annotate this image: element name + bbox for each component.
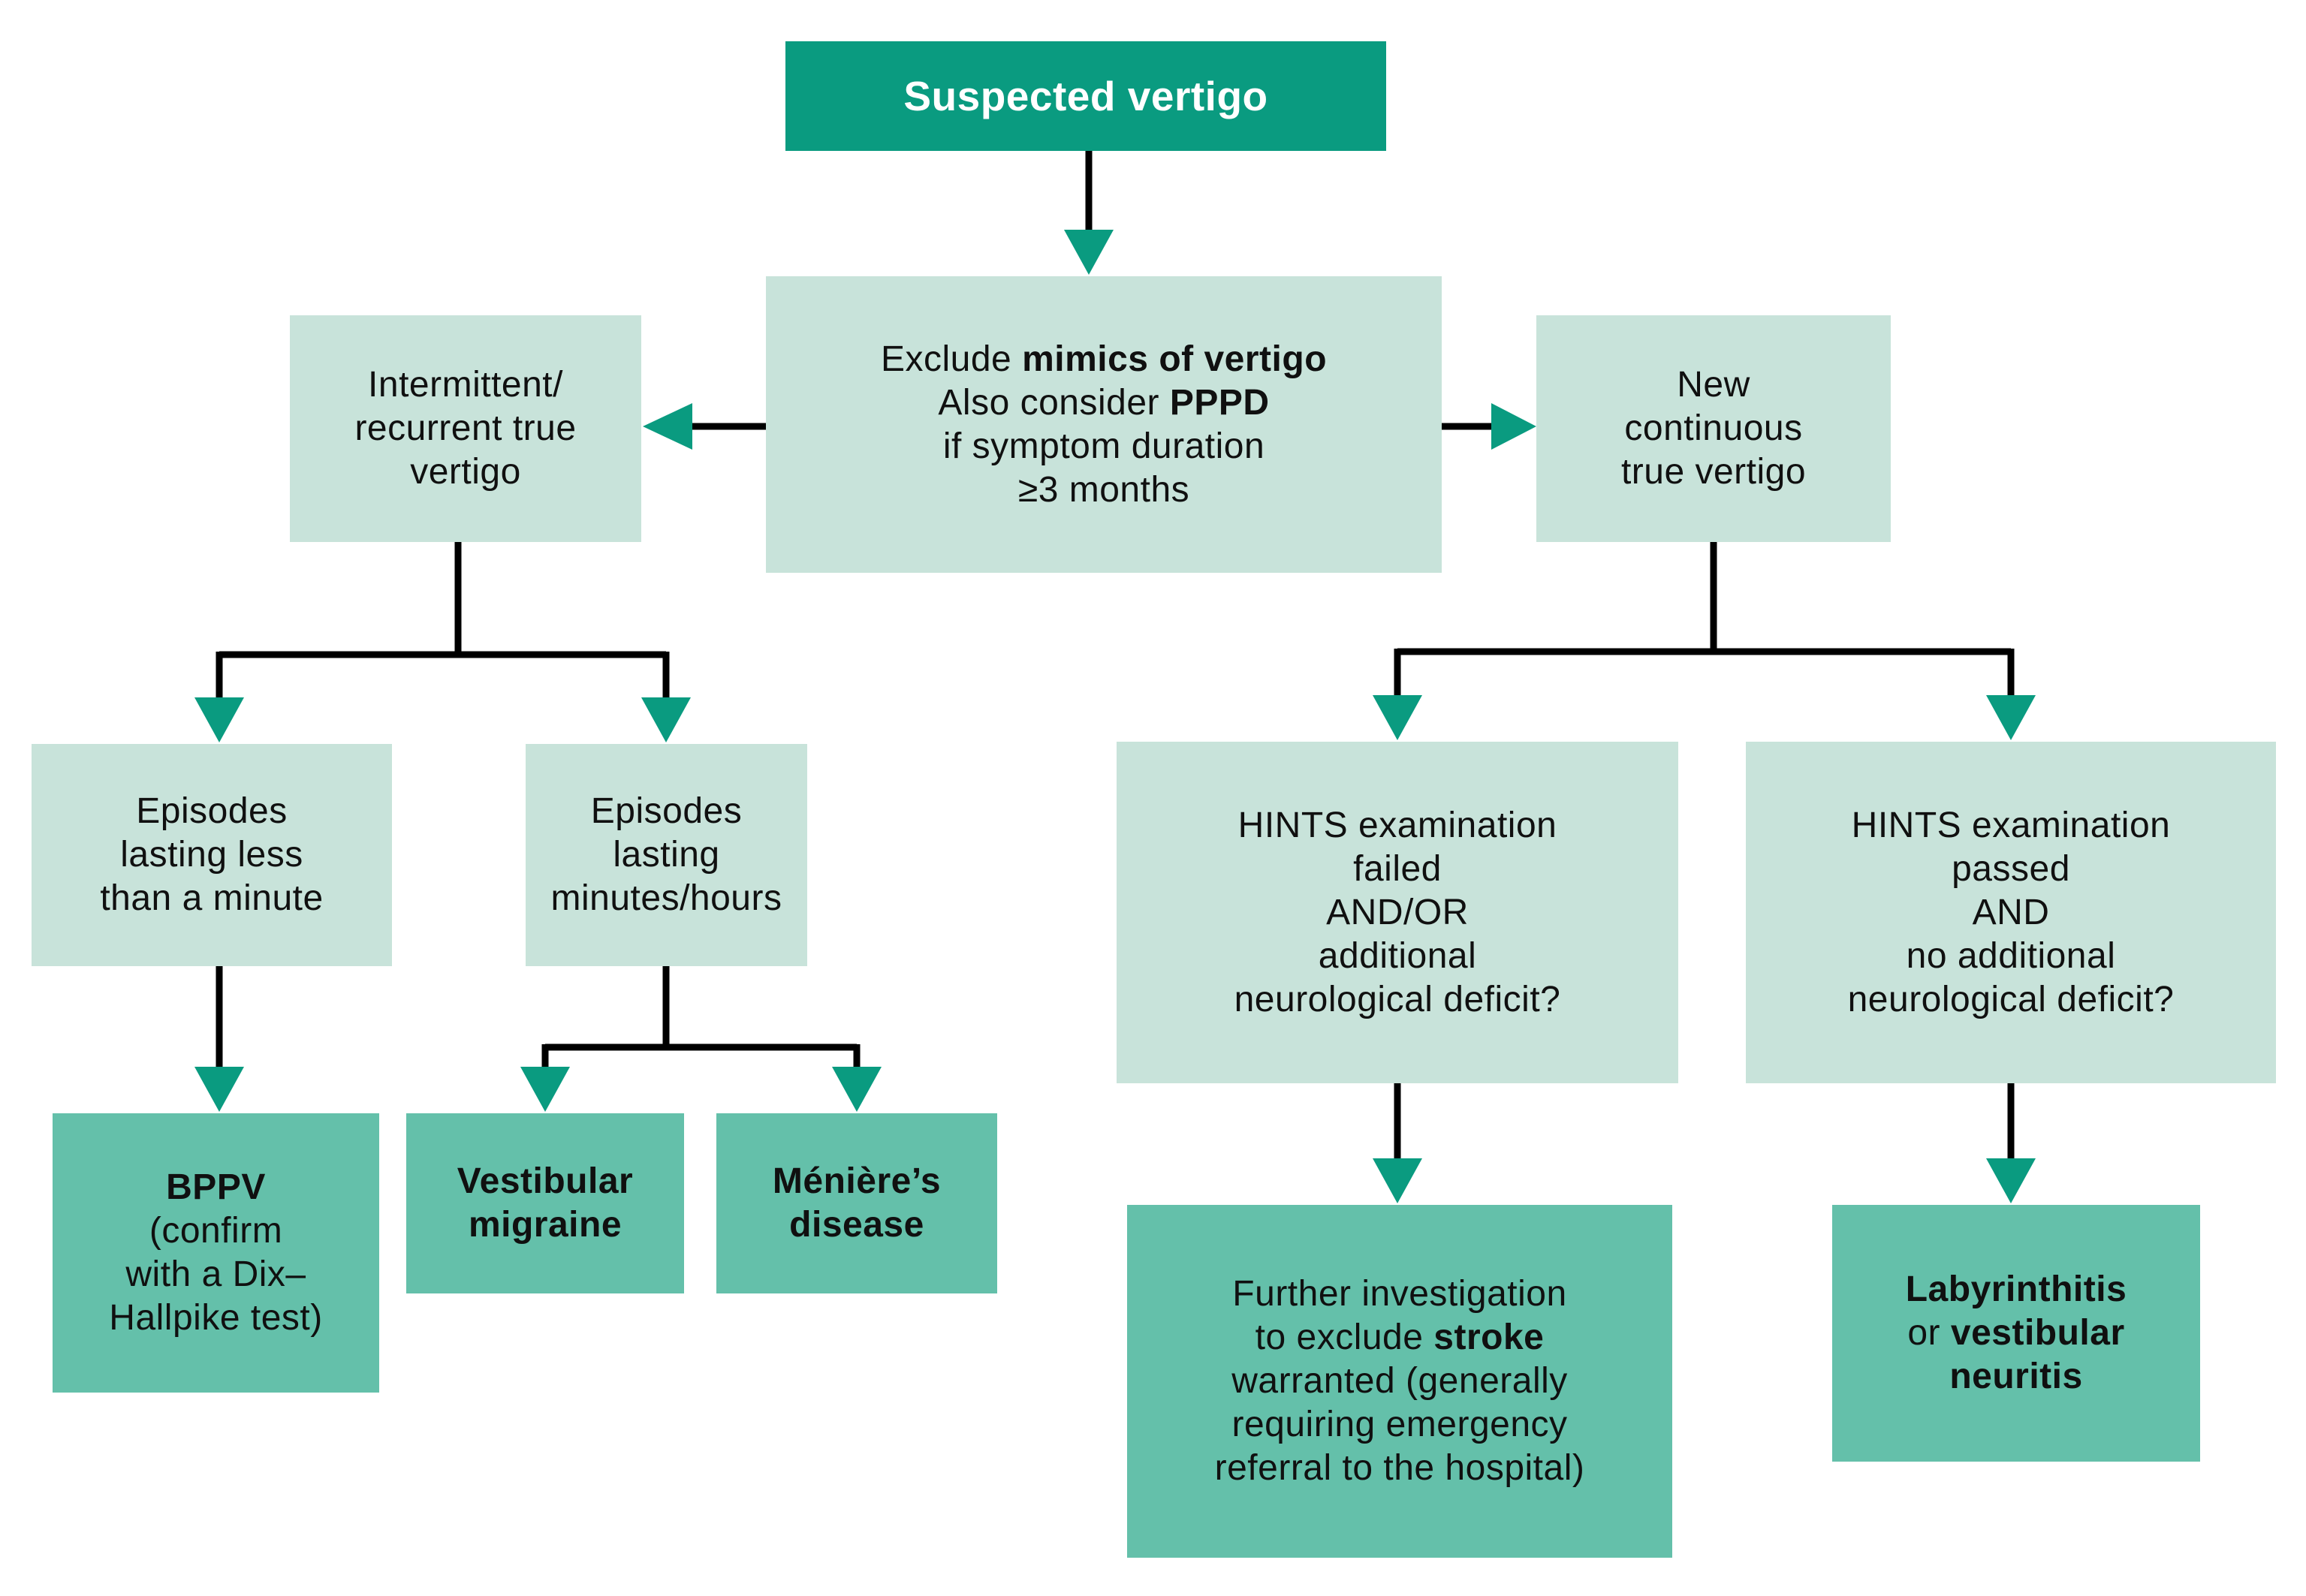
node-vestibular-migraine: Vestibular migraine	[406, 1113, 684, 1293]
node-line: requiring emergency	[1231, 1405, 1568, 1444]
node-line: Labyrinthitis	[1905, 1269, 2127, 1309]
node-hints-passed: HINTS examination passed AND no addition…	[1746, 742, 2276, 1083]
node-episodes-minutes-hours: Episodes lasting minutes/hours	[526, 744, 807, 966]
node-line: Vestibular	[457, 1161, 634, 1201]
node-line: additional	[1318, 935, 1477, 976]
arrow-down-icon	[520, 1067, 570, 1112]
arrow-down-icon	[1373, 1158, 1422, 1203]
connector-episodes-long-split	[541, 966, 861, 1069]
node-line: or vestibular	[1907, 1313, 2125, 1353]
node-line: neurological deficit?	[1847, 979, 2175, 1019]
node-line: Suspected vertigo	[903, 73, 1268, 119]
node-line: minutes/hours	[550, 878, 782, 918]
arrow-down-icon	[1373, 695, 1422, 740]
node-line: New	[1677, 365, 1750, 405]
node-line: failed	[1353, 848, 1442, 889]
node-line: (confirm	[149, 1211, 283, 1251]
node-bppv: BPPV (confirm with a Dix– Hallpike test)	[53, 1113, 379, 1393]
node-line: Exclude mimics of vertigo	[880, 339, 1328, 379]
arrow-right-icon	[1491, 403, 1536, 450]
node-line: disease	[789, 1205, 924, 1245]
node-line: ≥3 months	[1017, 469, 1190, 510]
node-line: Hallpike test)	[109, 1298, 323, 1338]
node-line: recurrent true	[354, 408, 577, 448]
node-line: Ménière’s	[772, 1161, 942, 1201]
node-suspected-vertigo: Suspected vertigo	[785, 41, 1386, 151]
node-line: AND/OR	[1326, 892, 1469, 932]
node-line: lasting less	[120, 835, 303, 875]
arrowheads	[194, 230, 2036, 1203]
node-line: if symptom duration	[942, 426, 1265, 466]
node-line: true vertigo	[1620, 452, 1807, 492]
arrow-left-icon	[643, 403, 692, 450]
node-line: vertigo	[410, 452, 521, 492]
arrow-down-icon	[1986, 1158, 2036, 1203]
node-line: passed	[1952, 848, 2070, 889]
node-line: migraine	[468, 1205, 622, 1245]
node-line: Further investigation	[1232, 1274, 1567, 1314]
node-line: Also consider PPPD	[938, 382, 1270, 423]
arrow-down-icon	[832, 1067, 882, 1112]
arrow-down-icon	[1986, 695, 2036, 740]
node-menieres-disease: Ménière’s disease	[716, 1113, 997, 1293]
node-line: lasting	[613, 835, 720, 875]
connector-intermittent-split	[216, 542, 670, 700]
node-labyrinthitis-vestibular-neuritis: Labyrinthitis or vestibular neuritis	[1832, 1205, 2200, 1462]
node-stroke-investigation: Further investigation to exclude stroke …	[1127, 1205, 1672, 1558]
node-line: HINTS examination	[1237, 805, 1557, 845]
node-line: neurological deficit?	[1234, 979, 1561, 1019]
node-line: than a minute	[100, 878, 324, 918]
connector-new-continuous-split	[1394, 542, 2015, 697]
arrow-down-icon	[194, 1067, 244, 1112]
node-line: Episodes	[136, 791, 288, 831]
node-line: warranted (generally	[1231, 1361, 1568, 1401]
node-line: Episodes	[590, 791, 743, 831]
node-line: BPPV	[166, 1167, 266, 1207]
node-line: HINTS examination	[1851, 805, 2171, 845]
node-new-continuous-vertigo: New continuous true vertigo	[1536, 315, 1891, 542]
arrow-down-icon	[1064, 230, 1114, 275]
arrow-down-icon	[194, 697, 244, 742]
node-line: with a Dix–	[125, 1254, 306, 1294]
connector-lines	[216, 151, 2015, 1161]
node-hints-failed: HINTS examination failed AND/OR addition…	[1117, 742, 1678, 1083]
node-line: continuous	[1624, 408, 1803, 448]
node-line: AND	[1972, 892, 2050, 932]
node-episodes-under-minute: Episodes lasting less than a minute	[32, 744, 392, 966]
node-exclude-mimics: Exclude mimics of vertigo Also consider …	[766, 276, 1442, 573]
node-line: to exclude stroke	[1255, 1317, 1545, 1357]
node-line: no additional	[1906, 935, 2116, 976]
arrow-down-icon	[641, 697, 691, 742]
node-line: Intermittent/	[368, 365, 563, 405]
node-intermittent-recurrent-vertigo: Intermittent/ recurrent true vertigo	[290, 315, 641, 542]
node-line: referral to the hospital)	[1214, 1448, 1585, 1488]
node-line: neuritis	[1949, 1357, 2083, 1396]
